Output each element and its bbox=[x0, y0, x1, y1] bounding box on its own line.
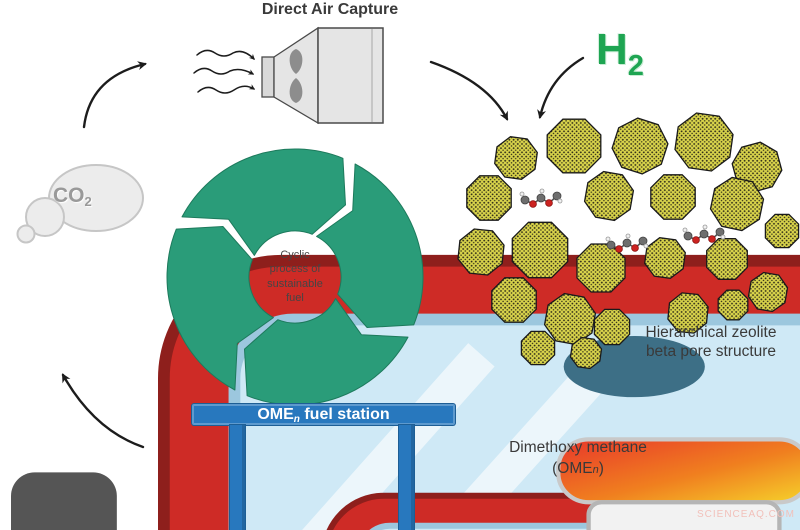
co2-cloud bbox=[16, 164, 144, 244]
zeolite-particle bbox=[511, 221, 569, 279]
zeolite-particle bbox=[546, 118, 602, 174]
dac-inlet bbox=[261, 56, 275, 98]
zeolite-particle bbox=[709, 176, 765, 232]
zeolite-particle bbox=[644, 237, 686, 279]
zeolite-particle bbox=[494, 136, 538, 180]
fuel-station-pillar-left bbox=[230, 425, 245, 530]
cycle-arrow-segment bbox=[166, 226, 274, 391]
zeolite-particle bbox=[491, 277, 537, 323]
fuel-station-label: OMEn fuel station bbox=[257, 405, 390, 425]
zeolite-particle bbox=[611, 117, 669, 175]
cycle-ring bbox=[166, 148, 424, 406]
zeolite-particle bbox=[593, 308, 631, 346]
arrow-dac-to-zeolite bbox=[429, 60, 509, 121]
ome-molecule bbox=[682, 224, 726, 244]
watermark: SCIENCEAQ.COM bbox=[697, 509, 796, 520]
zeolite-particle bbox=[466, 175, 512, 221]
fuel-station-pillar-right bbox=[399, 425, 414, 530]
dac-funnel bbox=[273, 26, 319, 125]
co2-label: CO2 bbox=[53, 184, 92, 209]
ome-molecule bbox=[519, 188, 563, 208]
ome-molecule bbox=[605, 233, 649, 253]
zeolite-particle bbox=[706, 238, 748, 280]
fuel-station-canopy: OMEn fuel station bbox=[192, 404, 455, 425]
arrow-car-to-dac bbox=[82, 61, 147, 129]
zeolite-particle bbox=[747, 271, 789, 313]
zeolite-particle bbox=[583, 170, 635, 222]
zeolite-particle bbox=[543, 292, 597, 346]
arrow-h2-to-zeolite bbox=[537, 56, 585, 119]
dac-title: Direct Air Capture bbox=[261, 1, 399, 18]
zeolite-particle bbox=[457, 228, 505, 276]
zeolite-particle bbox=[667, 292, 709, 334]
zeolite-label: Hierarchical zeolite beta pore structure bbox=[645, 324, 777, 360]
fan-icon bbox=[289, 49, 303, 103]
arrow-station-to-car bbox=[61, 373, 145, 449]
zeolite-particle bbox=[764, 213, 800, 249]
cycle-arrow-segment bbox=[244, 298, 409, 406]
cycle-center-text: Cyclic process of sustainable fuel bbox=[267, 249, 323, 304]
zeolite-particle bbox=[717, 289, 749, 321]
dac-housing bbox=[317, 27, 384, 124]
cycle-arrow-segment bbox=[316, 163, 424, 328]
zeolite-cluster bbox=[457, 112, 800, 370]
zeolite-particle bbox=[569, 336, 603, 370]
zeolite-particle bbox=[520, 330, 556, 366]
air-flow-arrows bbox=[193, 49, 256, 94]
zeolite-particle bbox=[576, 243, 626, 293]
h2-label: H2 bbox=[596, 25, 644, 83]
zeolite-particle bbox=[650, 174, 696, 220]
cycle-arrow-segment bbox=[181, 148, 346, 256]
direct-air-capture-device bbox=[193, 26, 384, 125]
zeolite-particle bbox=[674, 112, 734, 172]
dimethoxy-label: Dimethoxy methane (OMEn) bbox=[509, 439, 647, 477]
